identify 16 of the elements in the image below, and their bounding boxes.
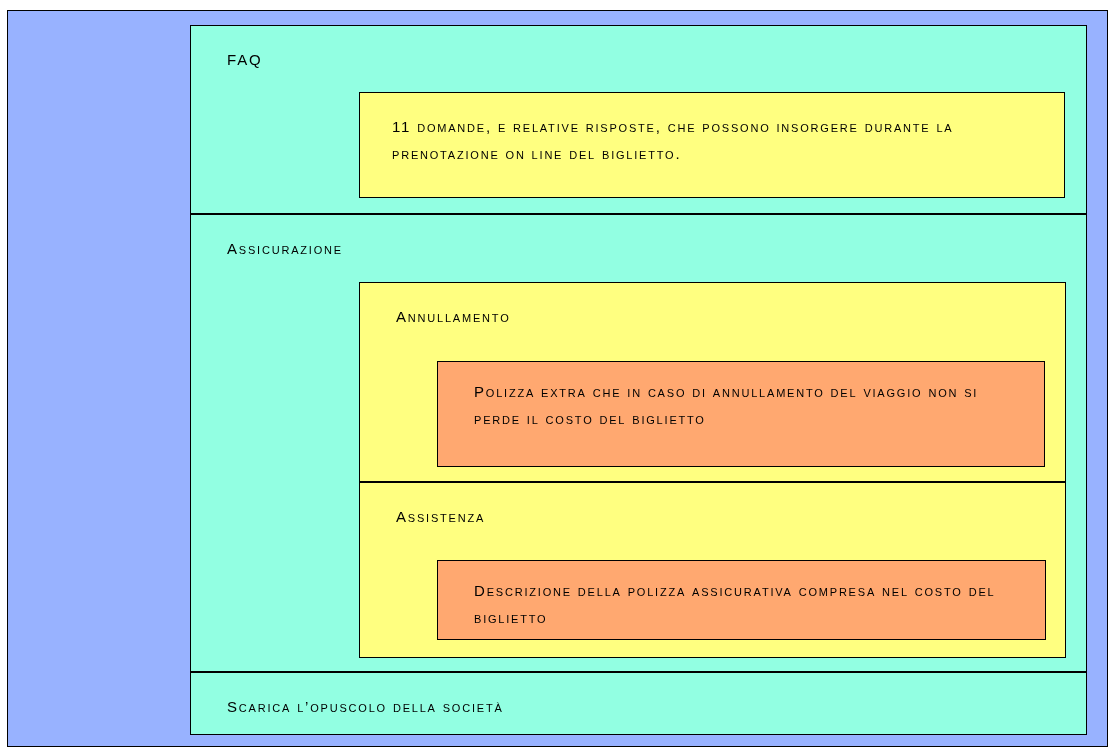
section-heading: FAQ xyxy=(227,50,264,70)
description-box xyxy=(359,92,1065,198)
description-text: Descrizione della polizza assicurativa compresa nel costo del biglietto xyxy=(474,581,997,628)
section-band xyxy=(190,214,1087,672)
subsection-heading: Assistenza xyxy=(396,507,487,527)
subsection-box xyxy=(359,282,1066,482)
section-heading: Scarica l’opuscolo della società xyxy=(227,697,505,717)
description-text: Polizza extra che in caso di annullamento del viaggio non si perde il costo del biglietto xyxy=(474,382,980,429)
description-box xyxy=(437,361,1045,467)
section-band xyxy=(190,25,1087,214)
description-box xyxy=(437,560,1046,640)
section-heading: Assicurazione xyxy=(227,239,344,259)
subsection-heading: Annullamento xyxy=(396,307,512,327)
subsection-box xyxy=(359,482,1066,658)
section-band xyxy=(190,672,1087,735)
description-text: 11 domande, e relative risposte, che possono insorgere durante la prenotazione on line del biglietto. xyxy=(392,117,955,164)
